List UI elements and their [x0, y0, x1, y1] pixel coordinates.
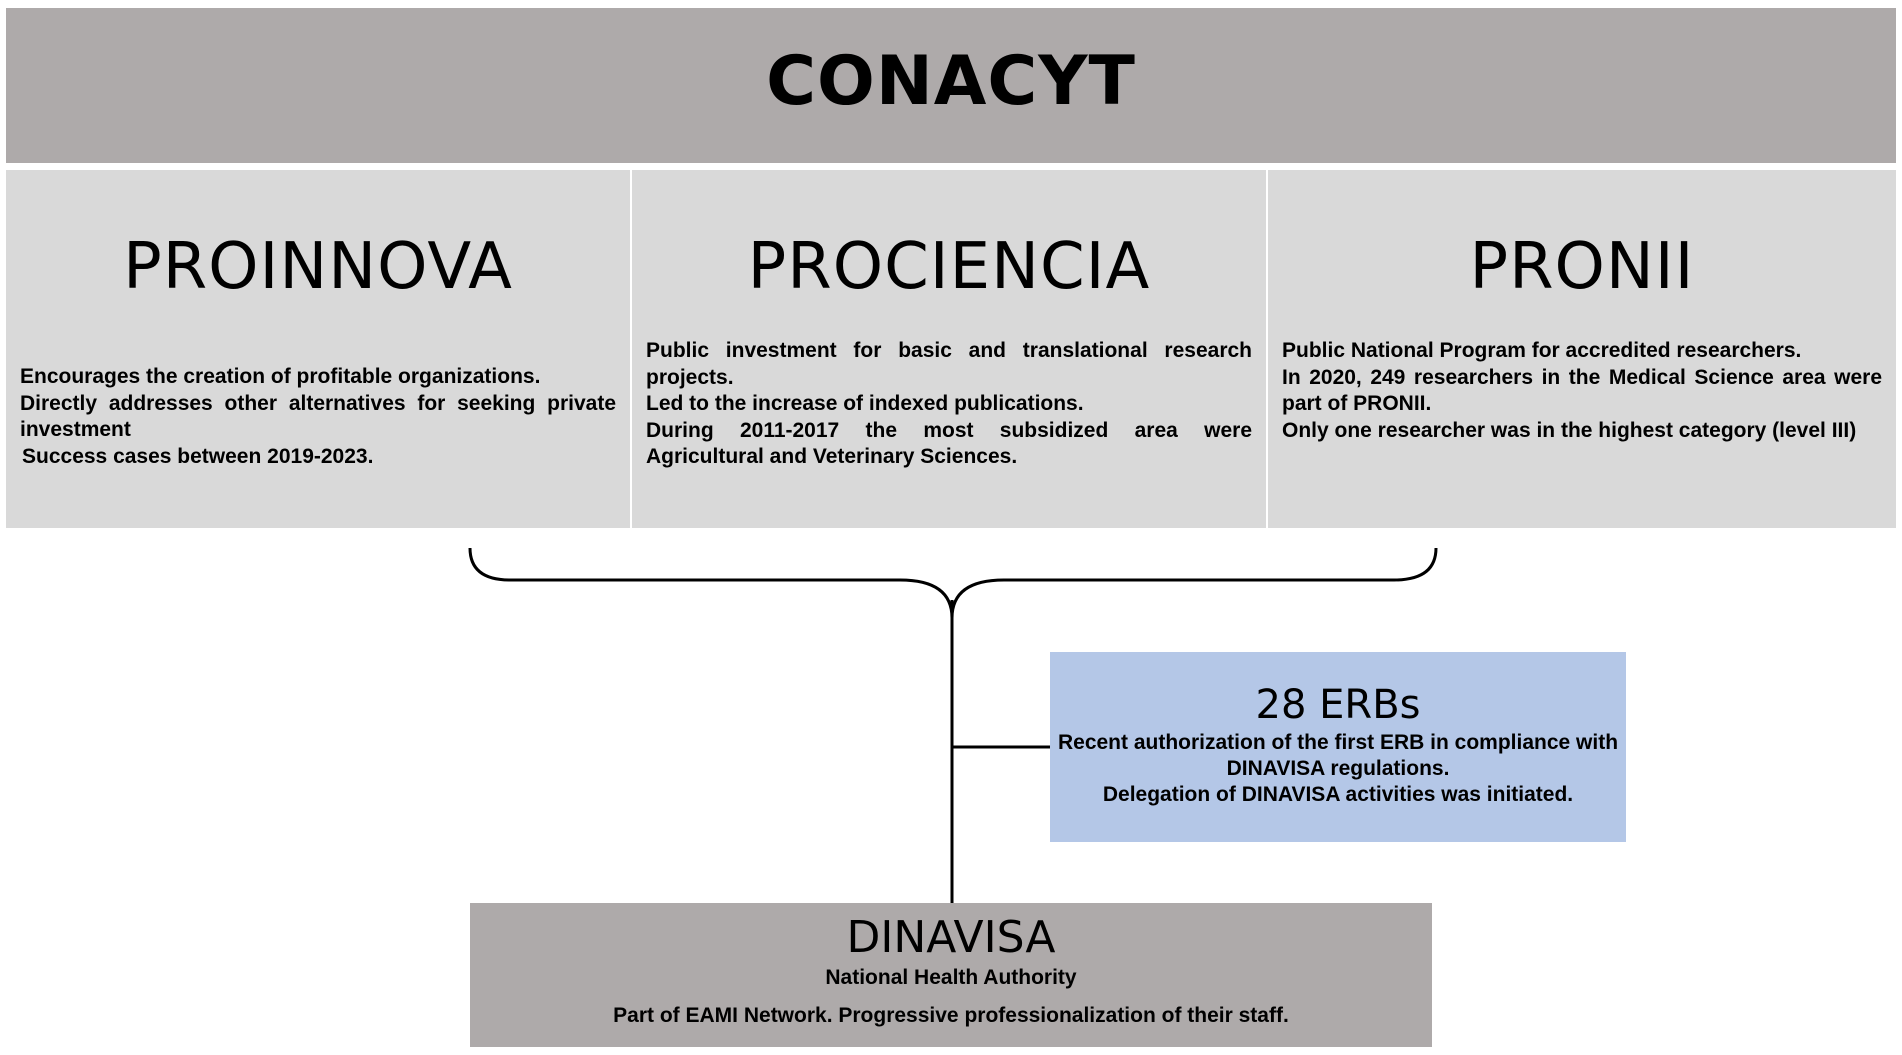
conacyt-title: CONACYT — [766, 42, 1136, 121]
program-line: Only one researcher was in the highest c… — [1282, 418, 1857, 442]
program-description-prociencia: Public investment for basic and translat… — [646, 338, 1252, 471]
program-line: During 2011-2017 the most subsidized are… — [646, 418, 1252, 469]
program-line: Directly addresses other alternatives fo… — [20, 391, 616, 442]
program-title-proinnova: PROINNOVA — [123, 230, 513, 304]
program-description-pronii: Public National Program for accredited r… — [1282, 338, 1882, 444]
dinavisa-description: Part of EAMI Network. Progressive profes… — [613, 1004, 1289, 1027]
program-title-pronii: PRONII — [1469, 230, 1695, 304]
program-line: Public National Program for accredited r… — [1282, 339, 1802, 362]
dinavisa-subtitle: National Health Authority — [825, 966, 1077, 989]
dinavisa-title: DINAVISA — [846, 912, 1056, 963]
program-pronii: PRONII Public National Program for accre… — [1268, 170, 1896, 528]
erbs-title: 28 ERBs — [1255, 682, 1421, 728]
program-description-proinnova: Encourages the creation of profitable or… — [20, 364, 616, 470]
program-line: Public investment for basic and translat… — [646, 339, 1252, 389]
erbs-line: Recent authorization of the first ERB in… — [1057, 731, 1619, 780]
program-title-prociencia: PROCIENCIA — [747, 230, 1151, 304]
dinavisa-box: DINAVISA National Health Authority Part … — [470, 903, 1432, 1047]
program-line: Success cases between 2019-2023. — [22, 444, 374, 468]
program-prociencia: PROCIENCIA Public investment for basic a… — [632, 170, 1266, 528]
program-proinnova: PROINNOVA Encourages the creation of pro… — [6, 170, 630, 528]
erbs-box: 28 ERBs Recent authorization of the firs… — [1050, 652, 1626, 842]
conacyt-header: CONACYT — [6, 8, 1896, 163]
program-line: Encourages the creation of profitable or… — [20, 365, 541, 388]
erbs-line: Delegation of DINAVISA activities was in… — [1102, 783, 1574, 806]
erbs-description: Recent authorization of the first ERB in… — [1050, 730, 1626, 808]
program-line: Led to the increase of indexed publicati… — [646, 392, 1084, 415]
program-line: In 2020, 249 researchers in the Medical … — [1282, 365, 1882, 416]
